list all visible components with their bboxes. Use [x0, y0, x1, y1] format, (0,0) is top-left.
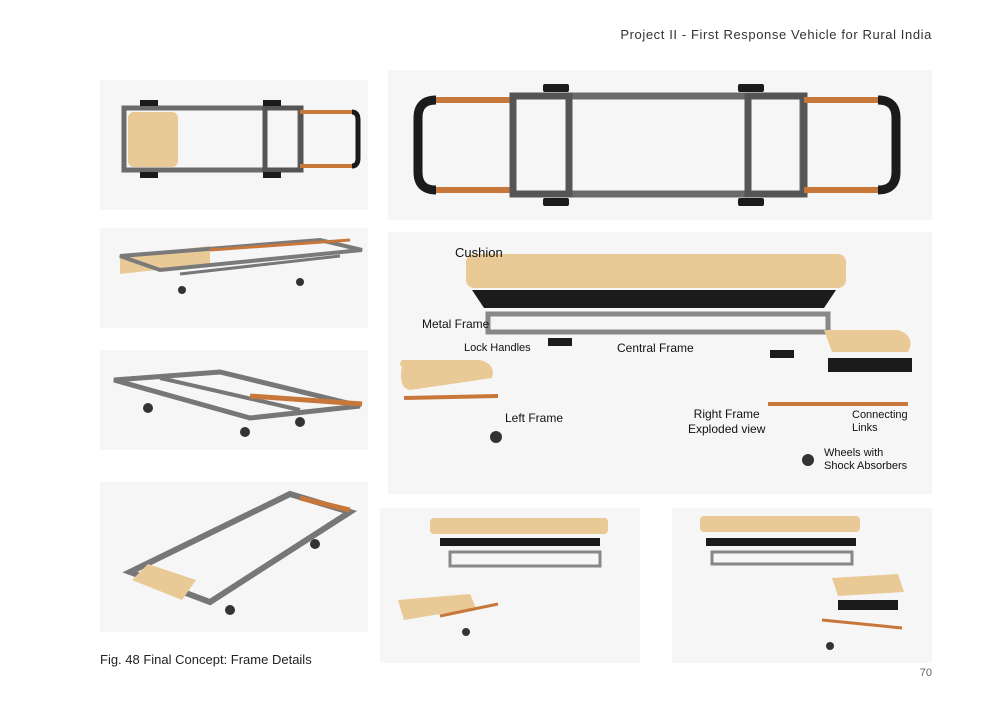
label-cushion: Cushion	[455, 245, 503, 260]
label-right-frame-line2: Exploded view	[688, 422, 766, 436]
top-view-small-panel	[100, 80, 368, 210]
label-wheels-line1: Wheels with	[824, 447, 884, 459]
label-right-frame-line1: Right Frame	[693, 407, 760, 421]
stretcher-exploded-angle-2-image	[700, 516, 904, 650]
label-metal-frame: Metal Frame	[422, 317, 490, 331]
label-wheels: Wheels with Shock Absorbers	[824, 447, 907, 473]
stretcher-perspective-2-image	[113, 369, 363, 437]
figure-caption: Fig. 48 Final Concept: Frame Details	[100, 652, 312, 667]
exploded-view-angle-1-panel	[380, 508, 640, 663]
label-right-frame: Right Frame Exploded view	[688, 407, 765, 437]
page-number: 70	[919, 667, 932, 679]
exploded-view-angle-2-panel	[672, 508, 932, 663]
label-connecting-links-line2: Links	[852, 422, 878, 434]
perspective-view-3-panel	[100, 482, 368, 632]
label-connecting-links: Connecting Links	[852, 409, 908, 435]
exploded-view-panel	[388, 232, 932, 494]
perspective-view-1-panel	[100, 228, 368, 328]
stretcher-perspective-3-image	[122, 490, 358, 615]
stretcher-top-view-large-image	[413, 84, 901, 206]
top-view-large-panel	[388, 70, 932, 220]
stretcher-top-view-small-image	[121, 100, 361, 178]
perspective-view-2-panel	[100, 350, 368, 450]
stretcher-perspective-1-image	[119, 237, 363, 294]
stretcher-exploded-angle-1-image	[398, 518, 608, 636]
label-left-frame: Left Frame	[505, 411, 564, 425]
label-connecting-links-line1: Connecting	[852, 409, 908, 421]
label-central-frame: Central Frame	[617, 341, 694, 355]
label-wheels-line2: Shock Absorbers	[824, 460, 908, 472]
stretcher-exploded-view-image	[400, 254, 912, 466]
page-header: Project II - First Response Vehicle for …	[620, 27, 932, 42]
label-lock-handles: Lock Handles	[464, 342, 531, 354]
